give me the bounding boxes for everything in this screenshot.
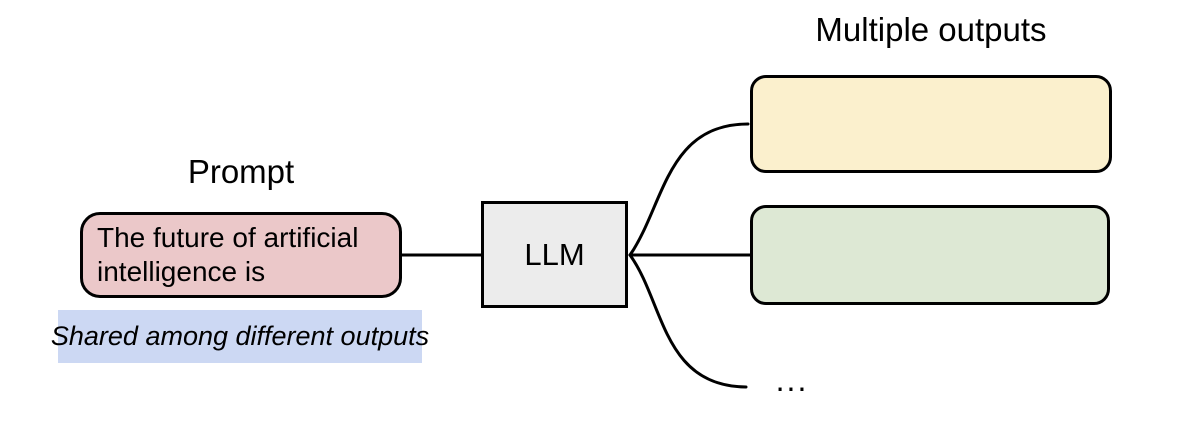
llm-box: LLM bbox=[481, 201, 628, 308]
connector-llm-to-output-top bbox=[628, 122, 750, 257]
more-outputs-ellipsis: ... bbox=[775, 362, 809, 398]
llm-label: LLM bbox=[524, 236, 585, 272]
connector-llm-to-more-outputs bbox=[628, 253, 748, 389]
multiple-outputs-label: Multiple outputs bbox=[815, 11, 1047, 48]
prompt-label: Prompt bbox=[187, 153, 295, 190]
prompt-text-line-1: The future of artificial bbox=[97, 222, 359, 253]
prompt-text-line-2: intelligence is bbox=[97, 256, 266, 287]
shared-note: Shared among different outputs bbox=[51, 310, 429, 363]
output-box-1 bbox=[750, 75, 1112, 173]
output-box-2 bbox=[750, 205, 1110, 305]
prompt-box: The future of artificial intelligence is bbox=[80, 212, 402, 298]
